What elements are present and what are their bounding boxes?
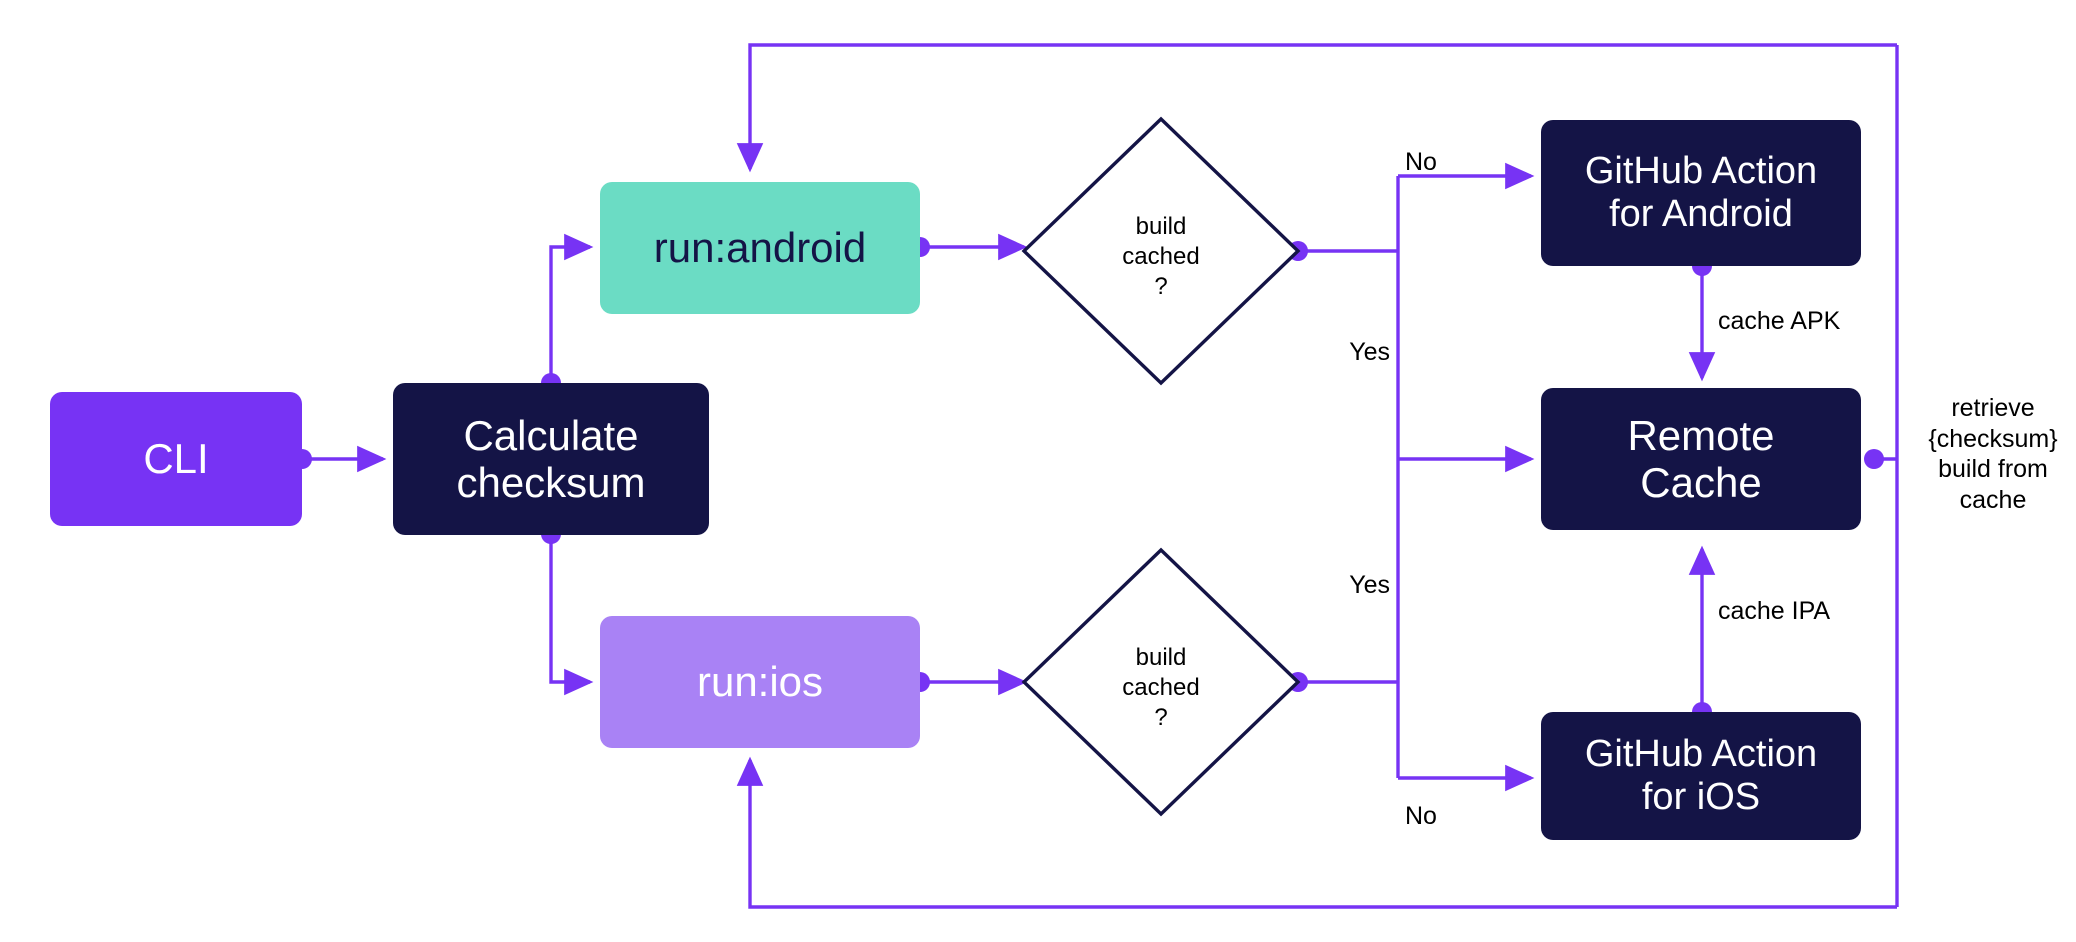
edge-label-cache-ipa: cache IPA: [1718, 597, 1831, 625]
edge-label-retrieve-from-cache: retrieve {checksum} build from cache: [1928, 394, 2058, 514]
node-github-action-ios[interactable]: GitHub Action for iOS: [1541, 712, 1861, 840]
dot-decision-ios-out: [1288, 672, 1308, 692]
edge-checksum-to-android: [549, 233, 594, 383]
node-remote-cache[interactable]: Remote Cache: [1541, 388, 1861, 530]
edge-label-cache-apk: cache APK: [1718, 307, 1841, 335]
dot-remote-cache-out: [1864, 449, 1884, 469]
edge-label-android-no: No: [1405, 148, 1437, 176]
node-run-android[interactable]: run:android: [600, 182, 920, 314]
node-cli[interactable]: CLI: [50, 392, 302, 526]
decision-android-label: build cached ?: [1122, 213, 1200, 301]
node-calculate-checksum[interactable]: Calculate checksum: [393, 383, 709, 535]
node-github-action-android[interactable]: GitHub Action for Android: [1541, 120, 1861, 266]
edge-label-ios-no: No: [1405, 802, 1437, 830]
edge-checksum-to-ios: [549, 534, 594, 696]
edge-label-android-yes: Yes: [1349, 338, 1390, 366]
node-run-ios[interactable]: run:ios: [600, 616, 920, 748]
decision-ios-label: build cached ?: [1122, 644, 1200, 732]
edge-label-ios-yes: Yes: [1349, 571, 1390, 599]
dot-decision-android-out: [1288, 241, 1308, 261]
